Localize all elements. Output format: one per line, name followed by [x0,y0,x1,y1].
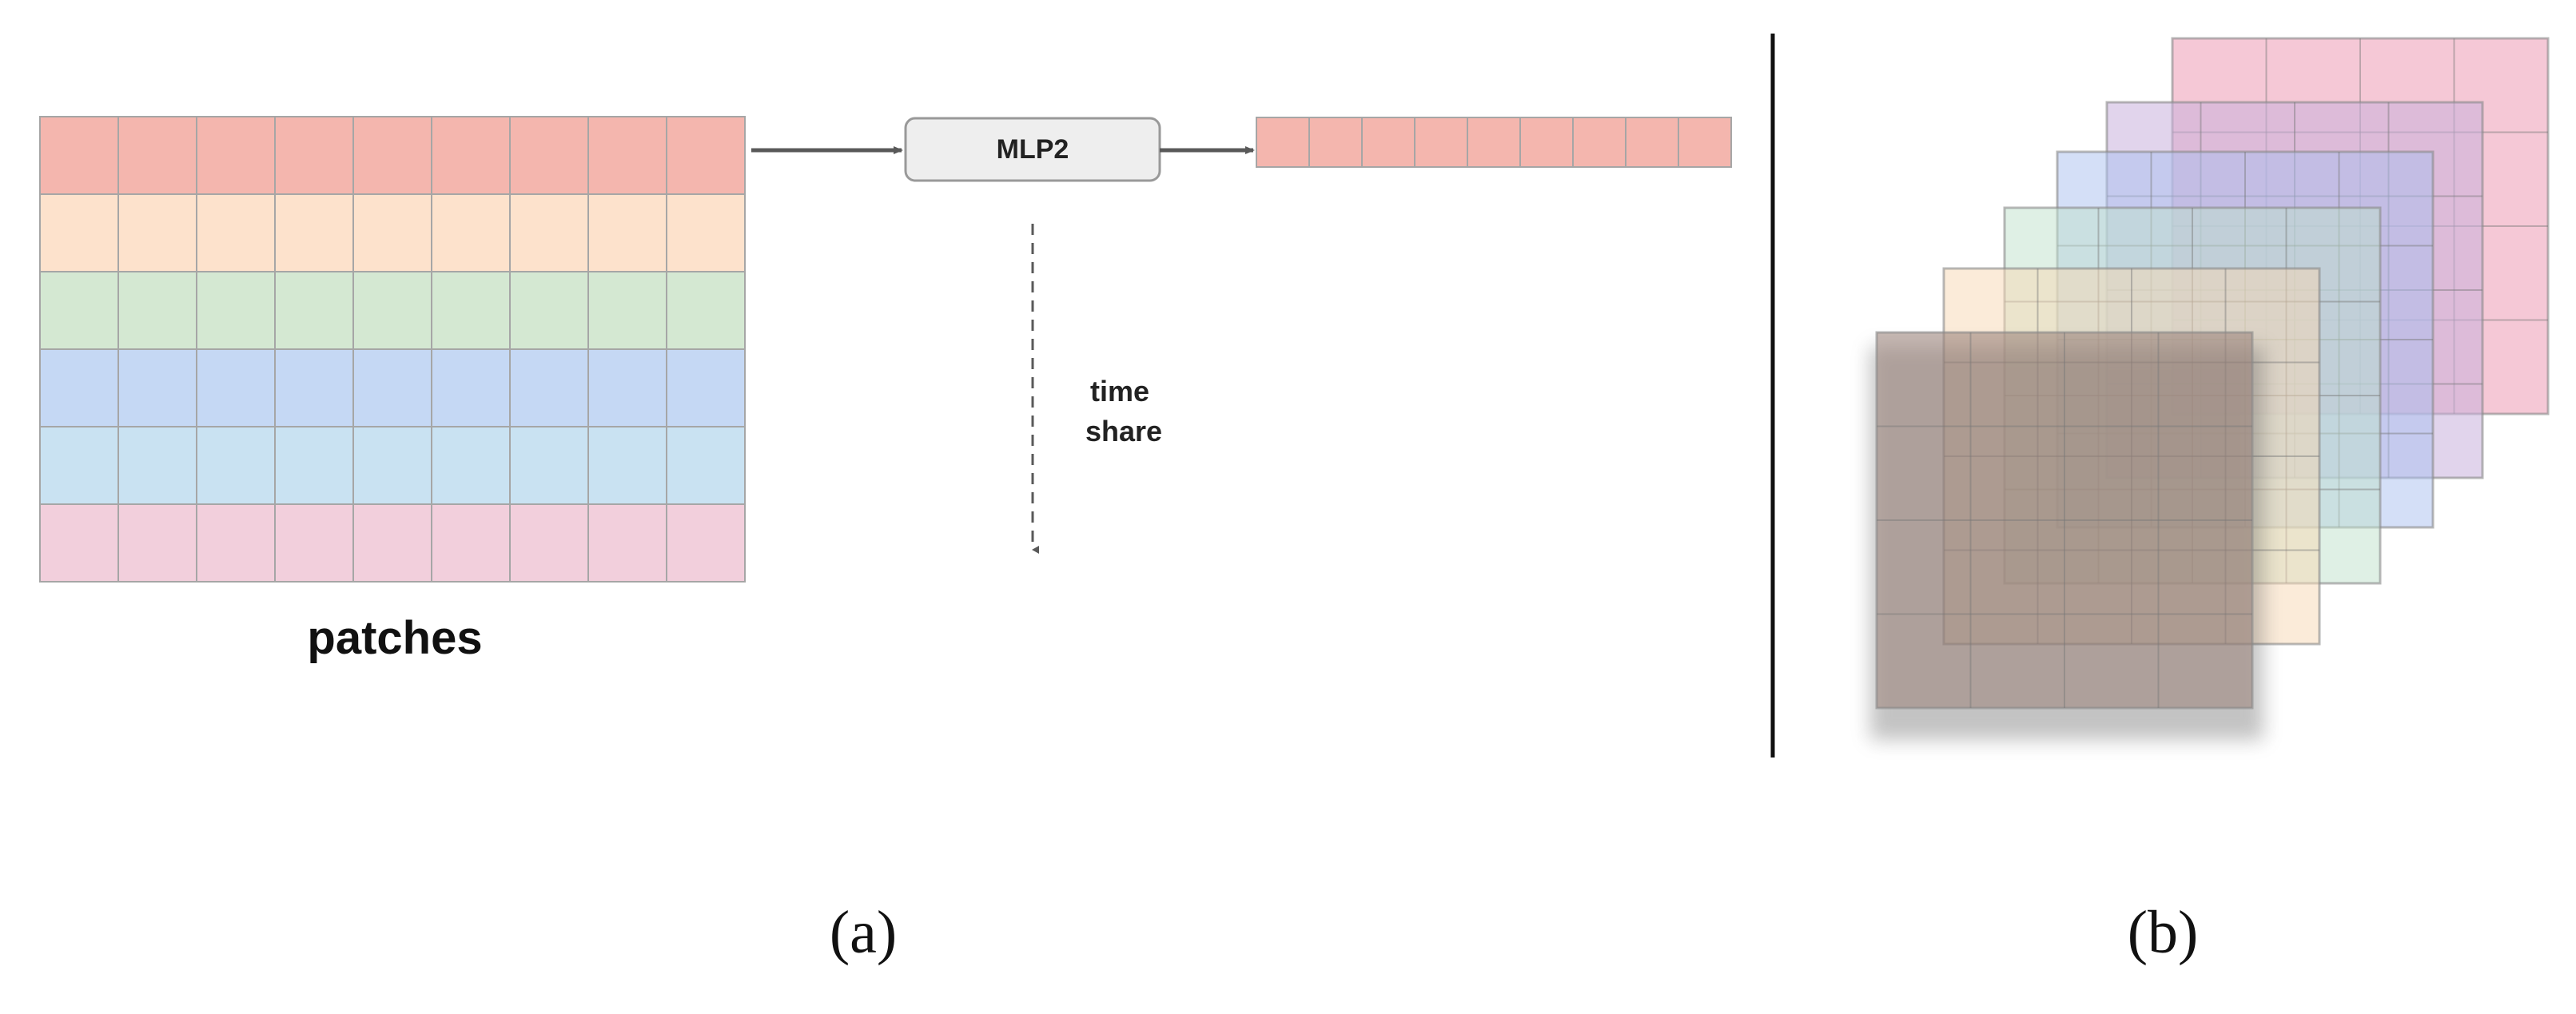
patch-cell [666,503,746,583]
patch-row [39,193,746,272]
patch-cell [509,348,589,427]
patch-row [39,116,746,195]
patch-cell [39,271,119,350]
mlp2-block: MLP2 [904,117,1161,182]
patch-cell [196,426,276,505]
patch-cell [39,116,119,195]
patch-cell [196,116,276,195]
layer-face [1875,331,2254,710]
patch-cell [196,348,276,427]
patch-cell [352,116,432,195]
output-cell [1678,117,1732,168]
patch-cell [117,193,197,272]
caption-a: (a) [830,899,897,966]
patch-cell [509,193,589,272]
output-cell [1256,117,1310,168]
patch-cell [39,426,119,505]
patch-cell [274,271,354,350]
patch-cell [196,503,276,583]
feature-layer [1870,331,2263,740]
output-cell [1361,117,1415,168]
patch-cell [352,348,432,427]
output-cell [1625,117,1679,168]
patch-cell [196,193,276,272]
patch-cell [509,271,589,350]
patch-cell [666,271,746,350]
patch-cell [431,116,511,195]
patch-cell [587,503,667,583]
patch-row [39,503,746,583]
patch-cell [39,348,119,427]
caption-b: (b) [2128,899,2199,966]
patch-cell [117,271,197,350]
patch-cell [117,348,197,427]
patch-cell [431,426,511,505]
patch-cell [666,426,746,505]
patch-cell [587,116,667,195]
patch-cell [587,271,667,350]
patch-grid [39,116,746,583]
patch-cell [274,426,354,505]
patch-row [39,348,746,427]
patch-cell [117,503,197,583]
output-cell [1414,117,1468,168]
patch-cell [274,348,354,427]
patch-row [39,426,746,505]
patch-cell [117,426,197,505]
patch-cell [666,348,746,427]
mlp2-label: MLP2 [997,134,1069,165]
patch-cell [431,348,511,427]
time-share-label: time share [1085,375,1162,447]
patch-row [39,271,746,350]
panel-a: patches MLP2 time share (a) [39,116,1732,966]
layer-stack [1870,37,2550,740]
patch-cell [431,271,511,350]
patch-cell [39,503,119,583]
patch-cell [274,503,354,583]
patch-cell [274,193,354,272]
patch-cell [39,193,119,272]
output-cell [1308,117,1363,168]
patch-cell [117,116,197,195]
patch-cell [587,193,667,272]
patch-cell [352,426,432,505]
patch-cell [352,193,432,272]
patch-cell [509,116,589,195]
output-cell [1467,117,1521,168]
patch-cell [587,426,667,505]
patch-cell [509,503,589,583]
patch-cell [587,348,667,427]
share-label: share [1085,415,1162,447]
output-vector [1256,117,1732,168]
patch-cell [509,426,589,505]
patch-cell [196,271,276,350]
patches-label: patches [307,612,482,664]
patch-cell [431,193,511,272]
patch-cell [352,503,432,583]
patch-cell [666,193,746,272]
output-cell [1572,117,1626,168]
patch-cell [274,116,354,195]
patch-cell [352,271,432,350]
panel-b: (b) [1870,37,2550,966]
patch-cell [666,116,746,195]
patch-cell [431,503,511,583]
output-cell [1519,117,1574,168]
time-label: time [1090,375,1149,408]
